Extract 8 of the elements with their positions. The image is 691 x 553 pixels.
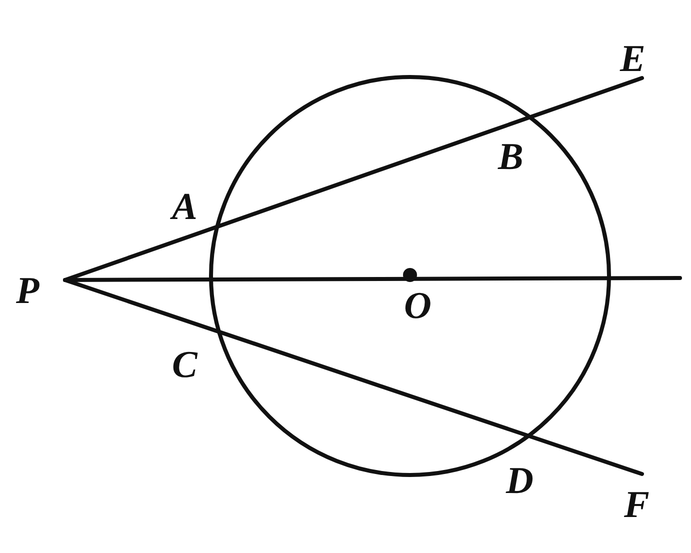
point-label: D [506,462,534,500]
point-label: A [172,188,198,226]
point-label: E [620,40,646,78]
point-label: P [16,272,40,310]
point-label: C [172,346,198,384]
point-label: B [498,138,524,176]
point-label: F [624,486,650,524]
point-label: O [404,287,432,325]
